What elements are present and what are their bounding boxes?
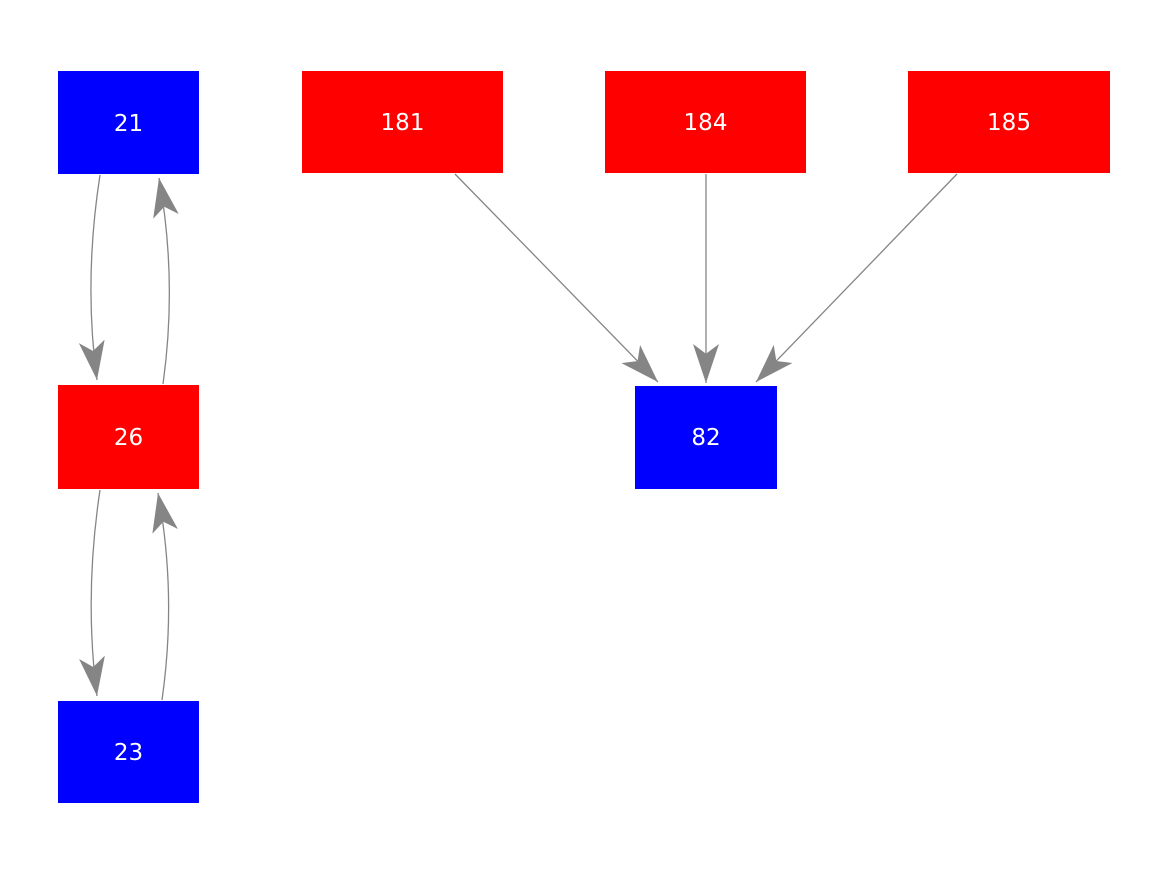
- node-82-box: [635, 386, 777, 489]
- edges-layer: [78, 173, 958, 701]
- node-181-label: 181: [381, 110, 425, 136]
- edge-26-to-21: [153, 177, 179, 385]
- node-26-box: [58, 385, 199, 489]
- node-21-label: 21: [114, 111, 143, 137]
- node-23-box: [58, 701, 199, 803]
- node-21-box: [58, 71, 199, 174]
- node-23: 23: [58, 701, 199, 803]
- node-181-box: [302, 71, 503, 173]
- node-26: 26: [58, 385, 199, 489]
- node-184: 184: [605, 71, 806, 173]
- edge-21-to-26: [78, 174, 105, 381]
- edge-181-to-82: [454, 173, 659, 383]
- node-181: 181: [302, 71, 503, 173]
- node-184-box: [605, 71, 806, 173]
- node-82: 82: [635, 386, 777, 489]
- node-184-label: 184: [684, 110, 728, 136]
- node-185-label: 185: [987, 110, 1031, 136]
- node-82-label: 82: [691, 425, 720, 451]
- edge-26-to-23: [79, 489, 105, 697]
- node-185: 185: [908, 71, 1110, 173]
- node-21: 21: [58, 71, 199, 174]
- edge-23-to-26: [152, 492, 178, 701]
- edge-185-to-82: [755, 173, 958, 383]
- node-23-label: 23: [114, 740, 143, 766]
- node-185-box: [908, 71, 1110, 173]
- node-26-label: 26: [114, 425, 143, 451]
